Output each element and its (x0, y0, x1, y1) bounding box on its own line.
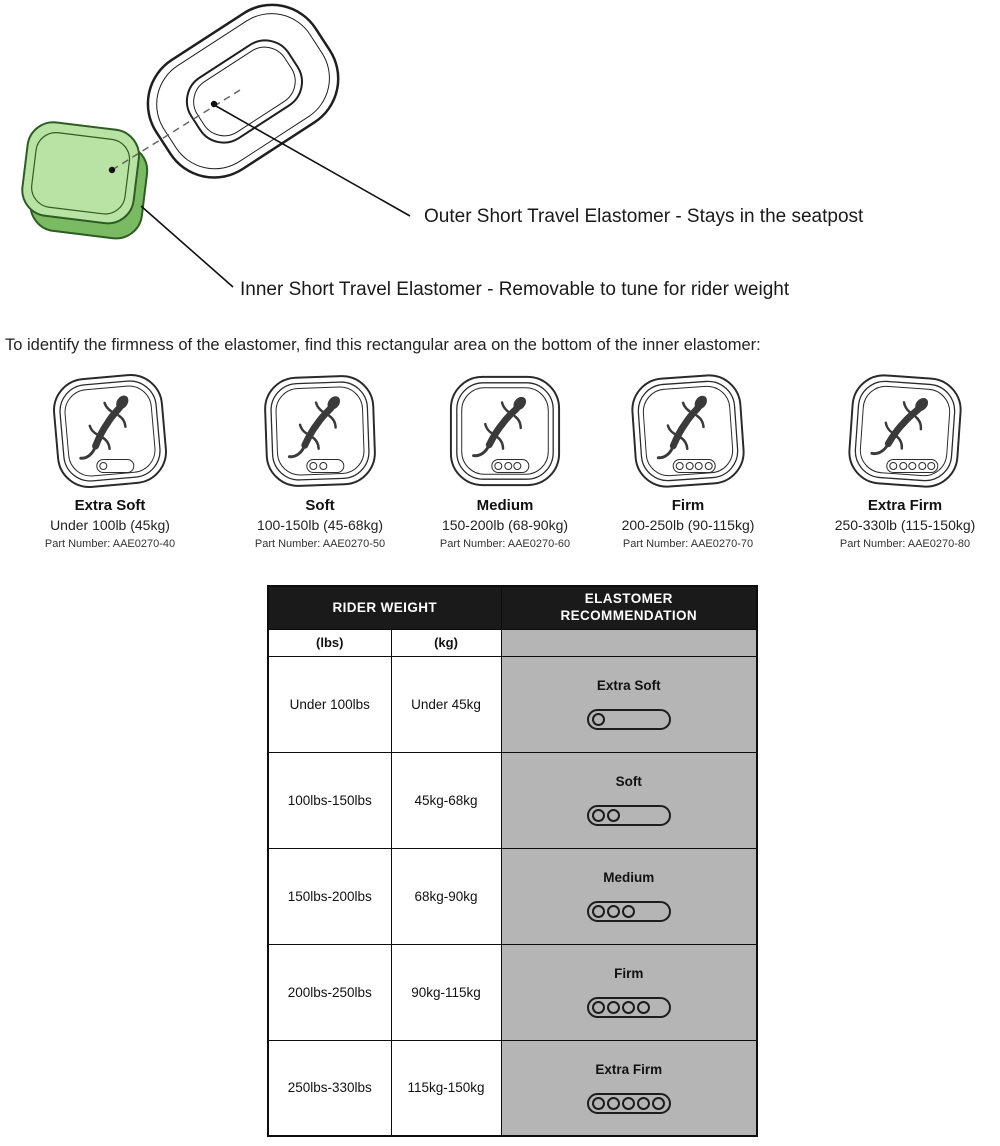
firmness-card-firm: Firm 200-250lb (90-115kg) Part Number: A… (593, 372, 783, 550)
recommendation-pill (586, 1092, 671, 1114)
recommendation-cell: Medium (500, 847, 758, 945)
part-number: Part Number: AAE0270-70 (622, 538, 754, 550)
lbs-subheader: (lbs) (267, 628, 392, 657)
recommendation-cell: Extra Firm (500, 1039, 758, 1137)
elastomer-bottom-icon (259, 370, 381, 492)
recommendation-pill (586, 805, 671, 826)
firmness-pill (306, 459, 345, 473)
elastomer-illustration (446, 372, 564, 490)
weight-range: 250-330lb (115-150kg) (834, 517, 976, 533)
firmness-name: Extra Firm (867, 497, 943, 514)
outer-elastomer-label: Outer Short Travel Elastomer - Stays in … (424, 206, 864, 227)
rider-weight-header: RIDER WEIGHT (267, 585, 502, 630)
lbs-cell: 150lbs-200lbs (267, 847, 392, 945)
recommendation-name: Extra Soft (596, 678, 661, 693)
kg-cell: Under 45kg (390, 655, 502, 753)
kg-cell: 90kg-115kg (390, 943, 502, 1041)
elastomer-illustration (51, 372, 169, 490)
firmness-name: Medium (476, 497, 534, 514)
kg-cell: 45kg-68kg (390, 751, 502, 849)
weight-range: 200-250lb (90-115kg) (621, 517, 755, 533)
recommendation-name: Soft (615, 774, 642, 789)
elastomer-bottom-icon (46, 367, 174, 495)
assembly-axis-line (111, 89, 241, 171)
inner-elastomer-label: Inner Short Travel Elastomer - Removable… (240, 279, 790, 300)
firmness-pill (96, 459, 135, 473)
elastomer-illustration (629, 372, 747, 490)
elastomer-bottom-icon (625, 368, 751, 494)
recommendation-subheader-spacer (500, 628, 758, 657)
inner-anchor-dot (108, 166, 116, 174)
outer-elastomer-drawing (146, 3, 340, 179)
firmness-pill (672, 459, 716, 473)
recommendation-table: RIDER WEIGHT ELASTOMER RECOMMENDATION (l… (267, 585, 758, 1137)
table-row: 150lbs-200lbs 68kg-90kg Medium (267, 847, 758, 945)
weight-range: 150-200lb (68-90kg) (441, 517, 569, 533)
weight-range: Under 100lb (45kg) (50, 517, 170, 533)
firmness-name: Firm (671, 497, 705, 514)
recommendation-name: Medium (603, 870, 655, 885)
recommendation-pill (586, 901, 671, 922)
recommendation-pill (586, 709, 671, 730)
kg-subheader: (kg) (390, 628, 502, 657)
recommendation-cell: Firm (500, 943, 758, 1041)
firmness-cards-row: Extra Soft Under 100lb (45kg) Part Numbe… (0, 372, 1000, 562)
recommendation-cell: Extra Soft (500, 655, 758, 753)
part-number: Part Number: AAE0270-40 (44, 538, 176, 550)
firmness-card-extra-soft: Extra Soft Under 100lb (45kg) Part Numbe… (15, 372, 205, 550)
firmness-pill (886, 459, 939, 473)
inner-elastomer-drawing (21, 121, 149, 240)
firmness-name: Soft (305, 497, 335, 514)
firmness-card-medium: Medium 150-200lb (68-90kg) Part Number: … (410, 372, 600, 550)
elastomer-exploded-diagram (21, 3, 411, 288)
table-row: 250lbs-330lbs 115kg-150kg Extra Firm (267, 1039, 758, 1137)
lbs-cell: 250lbs-330lbs (267, 1039, 392, 1137)
lbs-cell: Under 100lbs (267, 655, 392, 753)
kg-cell: 68kg-90kg (390, 847, 502, 945)
recommendation-cell: Soft (500, 751, 758, 849)
firmness-card-extra-firm: Extra Firm 250-330lb (115-150kg) Part Nu… (810, 372, 1000, 550)
elastomer-illustration (846, 372, 964, 490)
kg-cell: 115kg-150kg (390, 1039, 502, 1137)
outer-anchor-dot (210, 100, 218, 108)
recommendation-name: Firm (614, 966, 644, 981)
part-number: Part Number: AAE0270-80 (839, 538, 971, 550)
recommendation-pill (586, 997, 671, 1018)
table-row: Under 100lbs Under 45kg Extra Soft (267, 655, 758, 753)
table-row: 100lbs-150lbs 45kg-68kg Soft (267, 751, 758, 849)
part-number: Part Number: AAE0270-60 (439, 538, 571, 550)
inner-leader-line (140, 205, 234, 288)
elastomer-bottom-icon (842, 368, 968, 494)
lbs-cell: 100lbs-150lbs (267, 751, 392, 849)
weight-range: 100-150lb (45-68kg) (256, 517, 384, 533)
elastomer-illustration (261, 372, 379, 490)
firmness-card-soft: Soft 100-150lb (45-68kg) Part Number: AA… (225, 372, 415, 550)
intro-text: To identify the firmness of the elastome… (5, 336, 761, 354)
elastomer-recommendation-header: ELASTOMER RECOMMENDATION (500, 585, 758, 630)
outer-leader-line (215, 105, 411, 217)
firmness-pill (491, 459, 530, 473)
part-number: Part Number: AAE0270-50 (254, 538, 386, 550)
lbs-cell: 200lbs-250lbs (267, 943, 392, 1041)
recommendation-name: Extra Firm (595, 1061, 663, 1077)
table-row: 200lbs-250lbs 90kg-115kg Firm (267, 943, 758, 1041)
firmness-name: Extra Soft (74, 497, 146, 514)
